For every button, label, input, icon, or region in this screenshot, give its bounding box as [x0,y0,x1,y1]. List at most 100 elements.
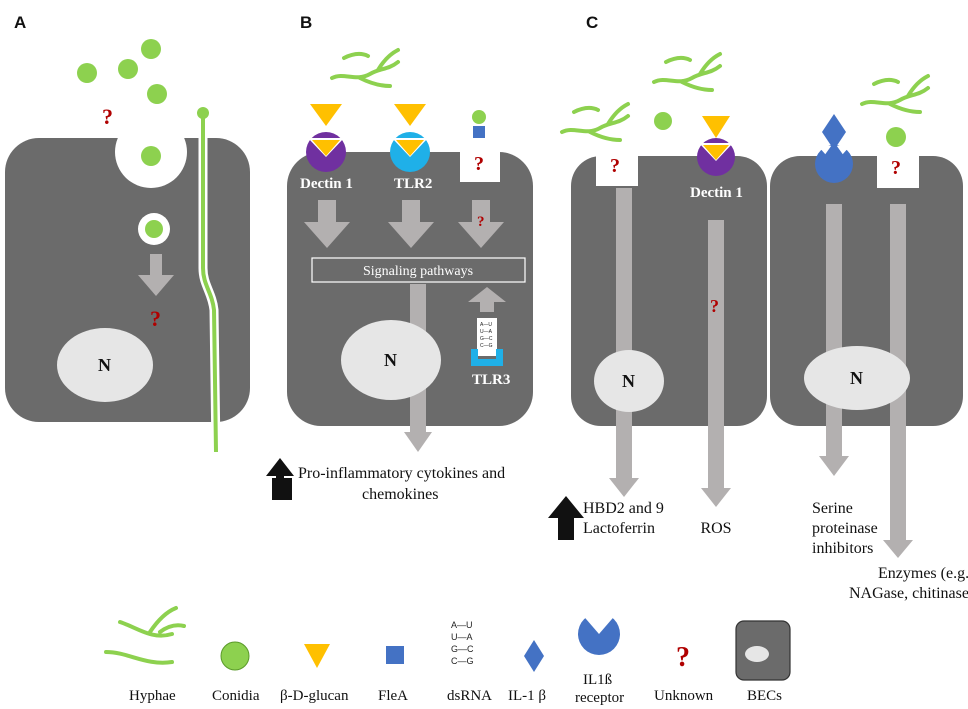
output-enz-line2: NAGase, chitinase) [849,585,968,602]
unknown-mark: ? [477,214,485,230]
conidium [118,59,138,79]
dsrna-pair: U—A [480,329,493,335]
arrow-down [388,200,434,248]
beta-glucan-icon [304,644,330,668]
conidium [472,110,486,124]
signaling-pathways-box [311,257,526,283]
nucleus [57,328,153,402]
conidium [141,39,161,59]
legend-il1b: IL-1 β [508,640,546,704]
nucleus-label: N [98,355,111,375]
output-serine-line2: proteinase [812,520,878,537]
dsrna-text: A—U U—A G—C C—G [480,322,493,349]
legend-dsrna: A—U U—A G—C C—G dsRNA [447,620,492,704]
legend-il1b-receptor-label2: receptor [575,690,624,706]
panel-label-b: B [300,13,312,32]
output-enz-line1: Enzymes (e.g. [878,565,968,582]
signaling-pathways-label: Signaling pathways [363,264,473,279]
beta-glucan-bound [703,145,729,160]
legend-flea: FleA [378,646,408,704]
output-hbd-line2: Lactoferrin [583,520,655,537]
unknown-mark: ? [710,296,719,316]
conidium [654,112,672,130]
unknown-mark: ? [102,104,113,129]
panel-a-conidia [77,39,167,104]
legend-flea-label: FleA [378,688,408,704]
dsrna-pair: C—G [451,656,474,666]
nucleus-label: N [384,350,397,370]
increase-arrow-shaft [272,478,292,500]
legend-conidia-label: Conidia [212,688,260,704]
legend-il1b-receptor: IL1ß receptor [575,612,624,706]
arrow-head [609,478,639,497]
arrow-head [701,488,731,507]
nucleus [594,350,664,412]
il1b-bound [824,142,844,168]
arrow-shaft [616,188,632,478]
arrow-down [304,200,350,248]
dectin1-label: Dectin 1 [300,176,353,192]
beta-glucan-triangle [394,104,426,126]
invading-hypha [201,113,218,453]
tlr3-label: TLR3 [472,372,510,388]
conidium-internalized [141,146,161,166]
legend-dsrna-label: dsRNA [447,688,492,704]
output-hbd-line1: HBD2 and 9 [583,500,664,517]
beta-glucan-bound [396,140,424,156]
unknown-mark: ? [474,153,484,175]
unknown-mark: ? [891,157,901,179]
legend-unknown-label: Unknown [654,688,714,704]
unknown-receptor [460,144,500,182]
conidium [886,127,906,147]
legend-hyphae-label: Hyphae [129,688,176,704]
arrow-head [819,456,849,476]
dsrna-pair: G—C [451,644,474,654]
arrow-head [883,540,913,558]
il1b-icon [524,640,544,672]
unknown-mark: ? [610,155,620,177]
unknown-mark: ? [150,306,161,331]
output-b-line2: chemokines [362,486,438,503]
hyphae [560,102,630,142]
conidium [77,63,97,83]
panel-label-c: C [586,13,598,32]
dsrna-pair: A—U [480,322,492,328]
legend-il1b-label: IL-1 β [508,688,546,704]
conidium [147,84,167,104]
legend-il1b-receptor-label1: IL1ß [583,672,612,688]
nucleus [341,320,441,400]
increase-arrow [548,496,584,540]
arrow-up [468,287,506,312]
legend-conidia: Conidia [212,641,260,704]
hypha-tip [197,107,209,119]
unknown-icon: ? [676,642,690,673]
hyphae [330,48,400,88]
arrow-shaft [826,204,842,456]
arrow-down [458,200,504,248]
conidium-phagosome [145,220,163,238]
output-b-line1: Pro-inflammatory cytokines and [298,465,505,482]
tlr2-label: TLR2 [394,176,432,192]
flea-icon [386,646,404,664]
output-serine-line1: Serine [812,500,853,517]
hyphae [860,74,930,114]
dsrna-pair: C—G [480,343,493,349]
arrow-head [404,432,432,452]
legend-glucan-label: β-D-glucan [280,688,349,704]
unknown-receptor [877,148,919,188]
beta-glucan-triangle [310,104,342,126]
il1b-diamond [822,114,846,150]
arrow-down [138,254,174,296]
unknown-receptor [596,146,638,186]
flea-square [473,126,485,138]
beta-glucan-triangle [702,116,730,138]
tlr3-receptor [471,349,503,366]
nucleus-label: N [850,368,863,388]
dectin1-c-label: Dectin 1 [690,185,743,201]
dsrna-pair: A—U [451,620,473,630]
legend-becs: BECs [735,620,791,704]
legend: Hyphae Conidia β-D-glucan FleA A—U U—A G… [104,606,791,706]
legend-becs-label: BECs [747,688,782,704]
